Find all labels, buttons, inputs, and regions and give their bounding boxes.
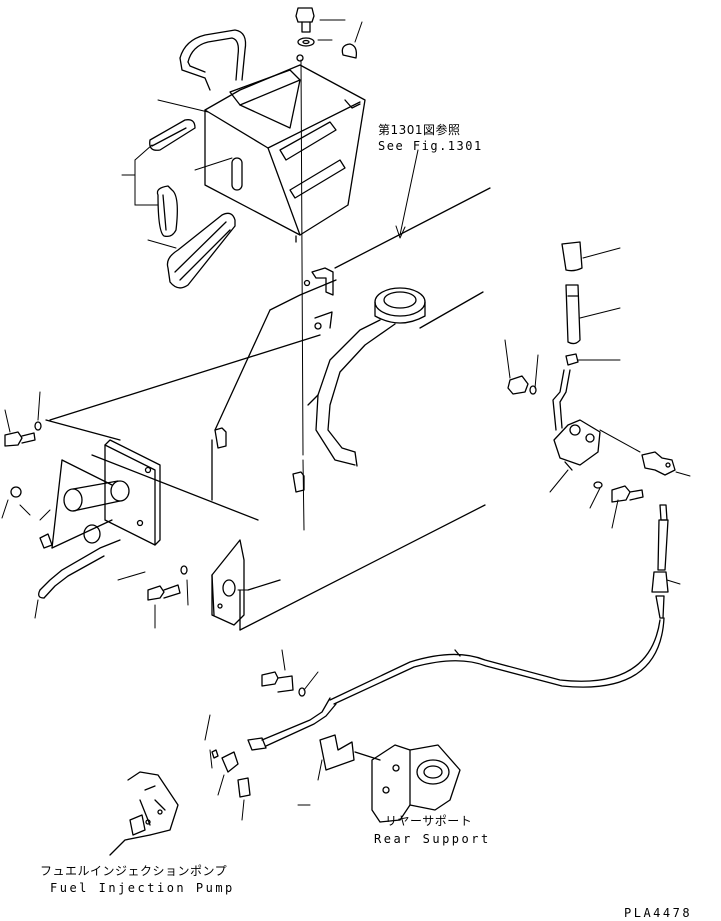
fuel-pump-label-jp: フュエルインジェクションポンプ	[40, 864, 228, 878]
bolts-middle	[147, 565, 188, 601]
rear-support	[319, 734, 461, 823]
rear-support-label-jp: リヤーサポート	[385, 814, 473, 828]
leader-lines-left	[1, 391, 249, 629]
fuel-injection-pump	[109, 749, 251, 856]
control-cable	[247, 617, 665, 751]
linkage-right	[507, 241, 676, 619]
see-fig-label-en: See Fig.1301	[378, 139, 483, 153]
leader-lines-right	[504, 247, 691, 585]
rear-support-label-en: Rear Support	[374, 832, 491, 846]
fuel-pump-label-en: Fuel Injection Pump	[50, 881, 235, 895]
leader-lines-top	[121, 19, 419, 531]
leader-lines-bottom	[204, 649, 323, 821]
bolts-bottom	[261, 671, 306, 697]
pedal-cover-assembly	[149, 7, 366, 289]
lever-bracket	[4, 421, 161, 599]
bracket-plate-right	[211, 539, 281, 626]
drawing-code: PLA4478	[624, 906, 693, 920]
see-fig-label-jp: 第1301図参照	[378, 123, 461, 137]
pedal-arm	[307, 287, 484, 467]
frame-plate	[45, 187, 491, 631]
